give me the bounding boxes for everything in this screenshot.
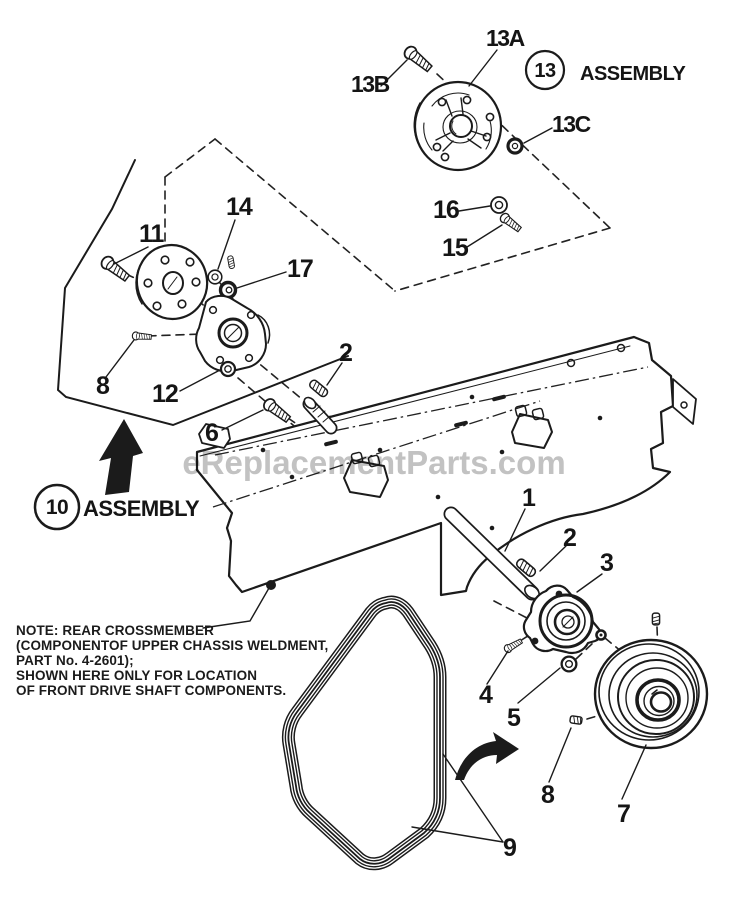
face-slots xyxy=(324,394,506,447)
pin-2-upper xyxy=(307,377,330,399)
callout-14: 14 xyxy=(226,193,253,221)
note-line-1: NOTE: REAR CROSSMEMBER xyxy=(16,623,214,638)
bearing-housing-10 xyxy=(195,294,271,373)
callout-13b: 13B xyxy=(351,71,390,97)
bearing-assembly-3 xyxy=(522,584,607,655)
callout-13c: 13C xyxy=(552,111,591,137)
carriage-bolt-end xyxy=(595,629,607,641)
callout-5: 5 xyxy=(507,704,521,732)
callout-6: 6 xyxy=(205,419,218,447)
note-block: NOTE: REAR CROSSMEMBER (COMPONENTOF UPPE… xyxy=(16,580,328,698)
washer-16 xyxy=(490,196,508,214)
nut-5 xyxy=(560,655,578,673)
callout-labels: 13A 13B 13C 16 15 14 11 17 8 12 6 2 1 2 … xyxy=(96,25,631,862)
assembly-10-group xyxy=(98,243,330,426)
pivot-tube xyxy=(302,396,338,435)
callout-8-left: 8 xyxy=(96,372,110,400)
rotation-arrow-icon xyxy=(455,732,519,780)
bolt-8-left xyxy=(131,331,153,342)
bolt-4 xyxy=(502,636,524,655)
note-pointer-dot xyxy=(266,580,276,590)
note-line-3: PART No. 4-2601); xyxy=(16,653,134,668)
bolt-6 xyxy=(260,395,293,426)
nut-13c xyxy=(506,137,524,155)
belt-clip xyxy=(511,404,553,449)
callout-17: 17 xyxy=(287,255,313,283)
callout-2-lower: 2 xyxy=(563,524,576,552)
assembly-13-label: ASSEMBLY xyxy=(580,63,686,85)
assembly-10-badge: 10 ASSEMBLY xyxy=(33,483,201,531)
set-screw-top xyxy=(651,612,661,626)
assembly-13-badge: 13 ASSEMBLY xyxy=(524,49,687,91)
pulley-7 xyxy=(593,638,709,750)
stud-14-area xyxy=(226,255,236,270)
callout-3: 3 xyxy=(600,549,613,577)
washer-14 xyxy=(207,269,223,285)
callout-1: 1 xyxy=(522,484,536,512)
callout-8-lower: 8 xyxy=(541,781,555,809)
bolt-15 xyxy=(497,211,524,235)
belt-clip xyxy=(343,451,389,498)
bolt-13b xyxy=(401,43,435,75)
callout-15: 15 xyxy=(442,234,469,262)
chassis-outline xyxy=(56,159,349,427)
callout-13a: 13A xyxy=(486,25,525,51)
callout-9: 9 xyxy=(503,834,516,862)
note-line-4: SHOWN HERE ONLY FOR LOCATION xyxy=(16,668,257,683)
flange-13a xyxy=(413,80,503,172)
leader-lines xyxy=(105,49,647,843)
callout-2-upper: 2 xyxy=(339,339,352,367)
assembly-13-group xyxy=(401,43,524,235)
callout-4: 4 xyxy=(479,681,493,709)
drive-shaft-group xyxy=(443,506,540,601)
note-line-5: OF FRONT DRIVE SHAFT COMPONENTS. xyxy=(16,683,286,698)
set-screw-left xyxy=(568,714,584,726)
assembly-10-number: 10 xyxy=(46,496,68,519)
callout-16: 16 xyxy=(433,196,459,224)
note-line-2: (COMPONENTOF UPPER CHASSIS WELDMENT, xyxy=(16,638,328,653)
callout-7: 7 xyxy=(617,800,630,828)
assembly-10-label: ASSEMBLY xyxy=(83,496,200,521)
assembly-13-number: 13 xyxy=(534,60,556,82)
assembly-10-arrow-icon xyxy=(99,419,143,495)
callout-12: 12 xyxy=(152,380,178,408)
callout-11: 11 xyxy=(139,220,165,248)
rear-crossmember xyxy=(195,335,697,597)
watermark-text: eReplacementParts.com xyxy=(182,444,565,481)
nut-12 xyxy=(219,360,237,378)
